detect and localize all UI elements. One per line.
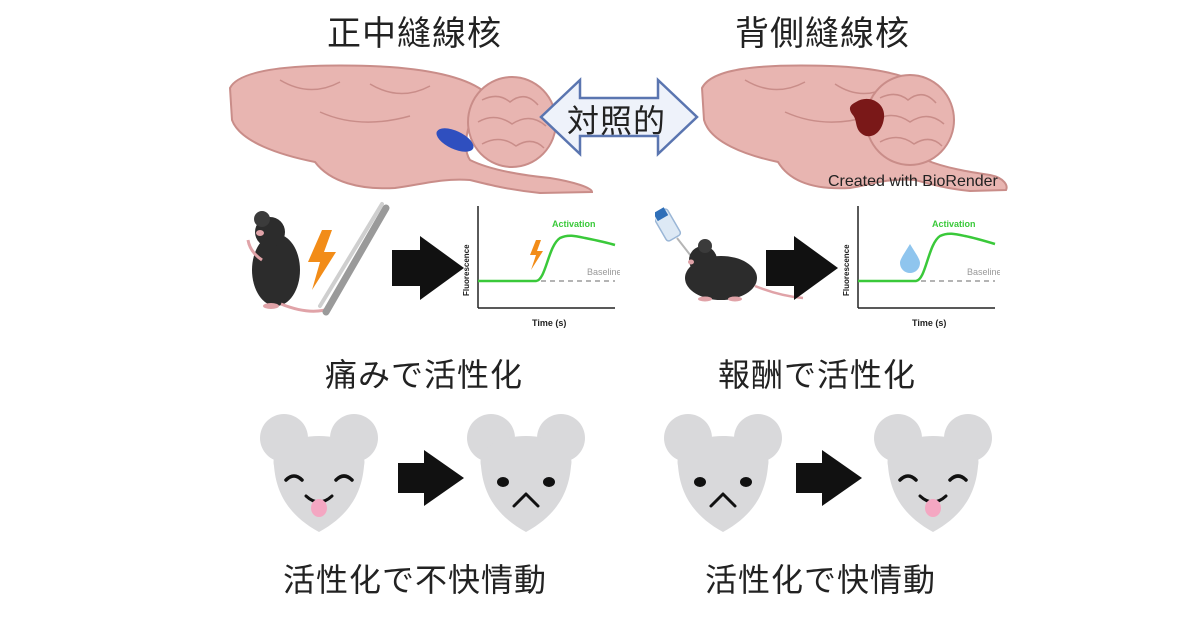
right-activation-graph: Activation Baseline Fluorescence Time (s…	[842, 206, 1000, 328]
left-face-unhappy	[467, 414, 585, 532]
left-emotion-caption: 活性化で不快情動	[283, 561, 548, 599]
lightning-icon	[530, 240, 543, 270]
right-baseline-label: Baseline	[967, 267, 1000, 277]
left-activation-label: Activation	[552, 219, 596, 229]
water-drop-icon	[900, 244, 920, 273]
contrast-label: 対照的	[567, 102, 667, 140]
contrast-double-arrow	[539, 77, 699, 157]
left-activation-curve	[478, 234, 616, 283]
left-title: 正中縫線核	[327, 14, 502, 54]
left-face-happy	[260, 414, 378, 532]
right-activation-curve	[858, 232, 996, 283]
left-brain	[228, 64, 594, 195]
water-bottle-icon	[655, 207, 692, 257]
dorsal-raphe-nucleus	[849, 98, 885, 137]
right-emotion-caption: 活性化で快情動	[705, 561, 937, 599]
left-caption: 痛みで活性化	[325, 356, 524, 394]
left-cerebellum	[467, 76, 557, 168]
right-face-arrow-right-icon	[796, 450, 862, 506]
mouse-icon	[246, 211, 332, 313]
mouse-face-happy-icon	[260, 414, 378, 532]
left-activation-graph: Activation Baseline Fluorescence Time (s…	[462, 206, 620, 328]
right-caption: 報酬で活性化	[718, 356, 917, 394]
right-activation-label: Activation	[932, 219, 976, 229]
right-brain	[700, 64, 1008, 193]
forceps-icon	[318, 202, 390, 316]
right-title: 背側縫線核	[735, 14, 910, 54]
mouse-face-happy-icon	[874, 414, 992, 532]
right-ylabel: Fluorescence	[842, 244, 851, 296]
right-face-happy	[874, 414, 992, 532]
mouse-face-unhappy-icon	[664, 414, 782, 532]
left-xlabel: Time (s)	[532, 318, 566, 328]
median-raphe-nucleus	[436, 128, 474, 152]
left-face-arrow-right-icon	[398, 450, 464, 506]
left-ylabel: Fluorescence	[462, 244, 471, 296]
right-arrow-right-icon	[766, 236, 838, 300]
right-mouse-reward-illustration	[655, 207, 804, 302]
right-xlabel: Time (s)	[912, 318, 946, 328]
mouse-face-unhappy-icon	[467, 414, 585, 532]
right-face-unhappy	[664, 414, 782, 532]
left-arrow-right-icon	[392, 236, 464, 300]
left-baseline-label: Baseline	[587, 267, 620, 277]
biorender-credit: Created with BioRender	[828, 173, 998, 190]
right-brain-body	[700, 64, 1008, 193]
mouse-icon	[685, 239, 804, 302]
left-brain-body	[228, 64, 594, 195]
left-mouse-pain-illustration	[246, 202, 390, 316]
lightning-icon	[308, 230, 336, 290]
